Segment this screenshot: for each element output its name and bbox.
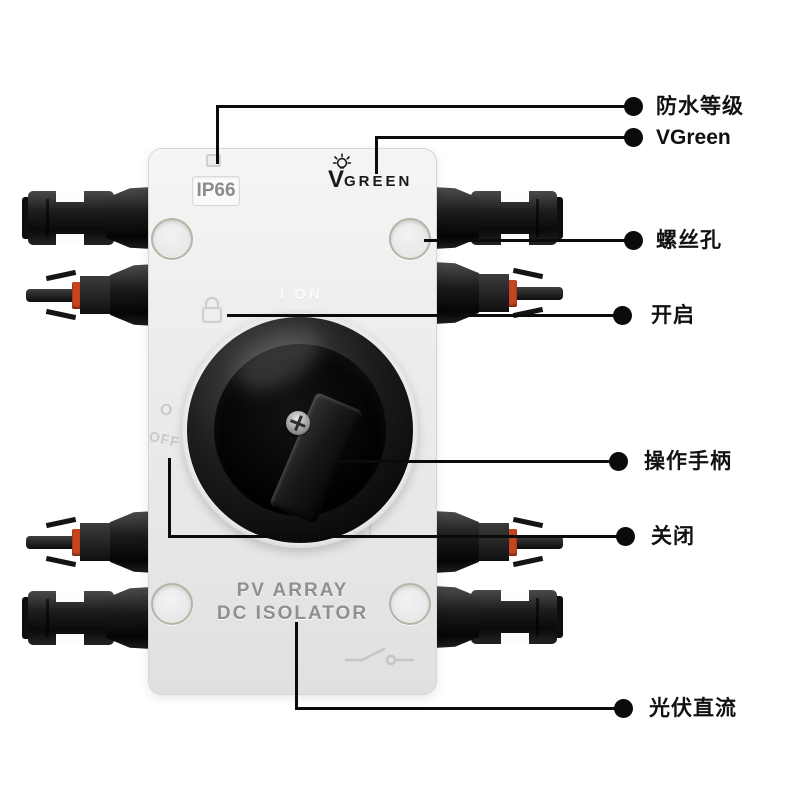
screw-hole-top-left: [151, 218, 193, 260]
off-position-marking: OFF: [147, 427, 182, 451]
callout-dot-brand: [624, 128, 643, 147]
connector-groove: [46, 199, 49, 237]
callout-label-waterproof-rating: 防水等级: [656, 95, 744, 118]
connector-gland: [433, 511, 479, 573]
connector-clip-window: [56, 591, 84, 602]
callout-line-brand: [375, 136, 378, 174]
connector-pin: [513, 287, 563, 300]
callout-dot-switch-off: [616, 527, 635, 546]
callout-line-screw-hole: [424, 239, 626, 242]
callout-line-switch-on: [227, 314, 614, 317]
callout-label-brand: VGreen: [656, 126, 731, 149]
mc4-female-connector-upper-left: [26, 264, 156, 326]
connector-clip-window: [501, 633, 529, 644]
connector-clip-window: [56, 191, 84, 202]
connector-collar: [80, 523, 112, 561]
connector-barb: [45, 269, 77, 282]
callout-label-switch-on: 开启: [651, 304, 695, 327]
connector-gland: [433, 586, 479, 648]
callout-line-waterproof: [216, 105, 626, 108]
mc4-male-connector-bottom-right: [433, 586, 563, 648]
connector-barb: [45, 308, 77, 321]
mc4-male-connector-bottom-left: [22, 587, 152, 649]
callout-dot-handle: [609, 452, 628, 471]
brand-logo: V GREEN: [328, 153, 428, 196]
brand-letter-v: V: [328, 166, 345, 193]
connector-barb: [512, 267, 544, 280]
connector-barb: [512, 555, 544, 568]
callout-line-switch-off: [168, 458, 171, 538]
connector-clip-window: [56, 634, 84, 645]
ip-rating-plate: IP66: [192, 176, 240, 206]
callout-line-brand: [375, 136, 626, 139]
on-position-marking: I ON: [280, 286, 323, 303]
connector-groove: [46, 599, 49, 637]
locked-padlock-icon: [201, 296, 223, 324]
callout-line-pv-dc: [295, 707, 615, 710]
panel-title-line1: PV ARRAY: [236, 580, 349, 601]
connector-barb: [512, 516, 544, 529]
disconnect-switch-symbol: [345, 647, 415, 666]
connector-gland: [106, 187, 152, 249]
connector-clip-window: [501, 191, 529, 202]
callout-line-pv-dc: [295, 622, 298, 710]
connector-collar: [477, 274, 509, 312]
connector-o-ring: [72, 282, 81, 309]
off-symbol-marking: O: [160, 402, 173, 419]
connector-gland: [106, 587, 152, 649]
callout-label-switch-off: 关闭: [651, 525, 695, 548]
screw-hole-bottom-right: [389, 583, 431, 625]
mc4-female-connector-lower-left: [26, 511, 156, 573]
connector-pin: [26, 536, 76, 549]
connector-o-ring: [508, 529, 517, 556]
callout-line-switch-off: [168, 535, 617, 538]
callout-dot-switch-on: [613, 306, 632, 325]
connector-pin: [26, 289, 76, 302]
screw-hole-bottom-left: [151, 583, 193, 625]
panel-title-line2: DC ISOLATOR: [216, 603, 369, 624]
mc4-male-connector-top-left: [22, 187, 152, 249]
mc4-female-connector-lower-right: [433, 511, 563, 573]
callout-label-pv-dc: 光伏直流: [649, 697, 737, 720]
isolator-body: IP66 V GREEN I ON O OFF: [148, 148, 437, 695]
connector-groove: [536, 598, 539, 636]
connector-clip-window: [501, 590, 529, 601]
connector-groove: [536, 199, 539, 237]
callout-dot-waterproof: [624, 97, 643, 116]
connector-barb: [45, 516, 77, 529]
callout-label-operating-handle: 操作手柄: [644, 450, 732, 473]
connector-clip-window: [56, 234, 84, 245]
connector-barb: [45, 555, 77, 568]
callout-line-handle: [333, 460, 610, 463]
callout-dot-pv-dc: [614, 699, 633, 718]
bulb-icon: [332, 153, 352, 169]
connector-collar: [477, 523, 509, 561]
callout-line-waterproof: [216, 106, 219, 164]
connector-o-ring: [72, 529, 81, 556]
connector-collar: [80, 276, 112, 314]
brand-name: GREEN: [344, 173, 413, 190]
callout-label-screw-hole: 螺丝孔: [656, 229, 722, 252]
callout-dot-screw-hole: [624, 231, 643, 250]
connector-o-ring: [508, 280, 517, 307]
